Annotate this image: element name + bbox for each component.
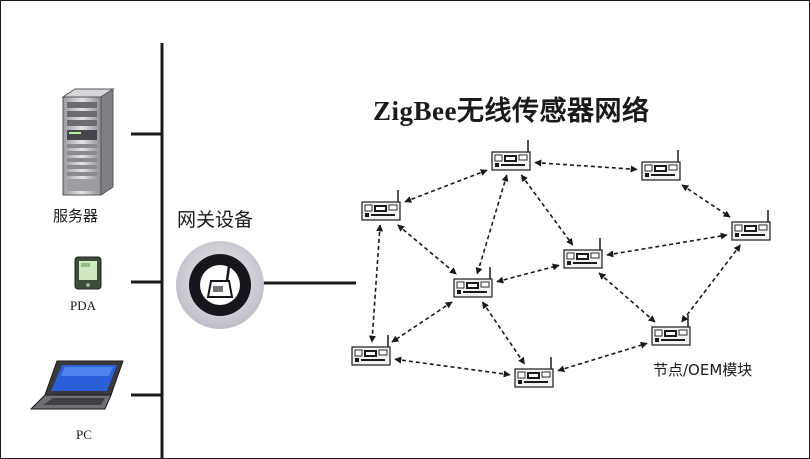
server-label: 服务器 xyxy=(53,207,99,225)
pc-label: PC xyxy=(76,427,92,442)
sensor-node-icon xyxy=(563,237,603,269)
link-n2-n3 xyxy=(475,174,509,275)
link-n6-n7 xyxy=(681,184,731,218)
sensor-node-icon xyxy=(361,189,401,221)
pda-label: PDA xyxy=(70,298,97,313)
link-n7-n10 xyxy=(681,244,741,323)
link-n1-n4 xyxy=(368,224,384,343)
link-n3-n9 xyxy=(481,301,526,365)
link-n3-n8 xyxy=(391,301,453,343)
link-n5-n10 xyxy=(598,272,656,323)
server-icon xyxy=(61,88,115,196)
link-n2-n5 xyxy=(520,174,574,246)
sensor-node-icon xyxy=(491,139,531,171)
link-n1-n2 xyxy=(404,169,488,203)
link-n3-n5 xyxy=(496,263,560,284)
sensor-node-icon xyxy=(453,266,493,298)
diagram-title: ZigBee无线传感器网络 xyxy=(373,96,650,126)
sensor-node-icon xyxy=(641,149,681,181)
pc-icon xyxy=(29,360,124,410)
link-n2-n6 xyxy=(534,159,638,173)
sensor-node-icon xyxy=(731,209,771,241)
node-label: 节点/OEM模块 xyxy=(653,361,753,379)
gateway-label: 网关设备 xyxy=(177,209,254,231)
link-n5-n7 xyxy=(606,232,728,258)
mesh-links xyxy=(368,159,741,378)
mesh-nodes xyxy=(351,139,771,388)
gateway-icon xyxy=(176,241,264,329)
pda-icon xyxy=(74,256,102,290)
link-n4-n9 xyxy=(394,356,511,378)
sensor-node-icon xyxy=(514,356,554,388)
link-n1-n3 xyxy=(397,224,457,275)
link-n9-n10 xyxy=(557,341,648,373)
sensor-node-icon xyxy=(351,334,391,366)
